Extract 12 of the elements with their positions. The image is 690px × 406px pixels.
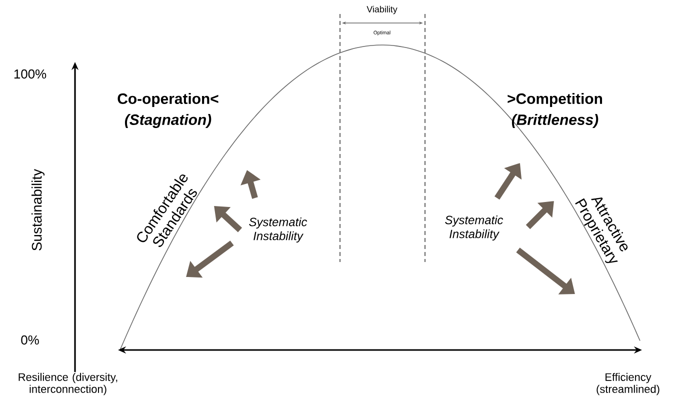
region-heading: >Competition: [508, 93, 602, 107]
axis-title: Sustainability: [32, 168, 44, 250]
range-label: Viability: [366, 6, 398, 14]
region-heading: (Stagnation): [124, 114, 212, 128]
axis-end-label: Efficiency (streamlined): [596, 372, 660, 396]
region-heading: (Brittleness): [512, 114, 598, 128]
axis-end-label: Resilience (diversity, interconnection): [18, 372, 118, 396]
annotation: Systematic Instability: [445, 215, 504, 241]
axis-value: 0%: [21, 335, 39, 345]
region-heading: Co-operation<: [118, 93, 218, 107]
axis-value: 100%: [14, 69, 46, 79]
annotation: Systematic Instability: [249, 217, 308, 243]
